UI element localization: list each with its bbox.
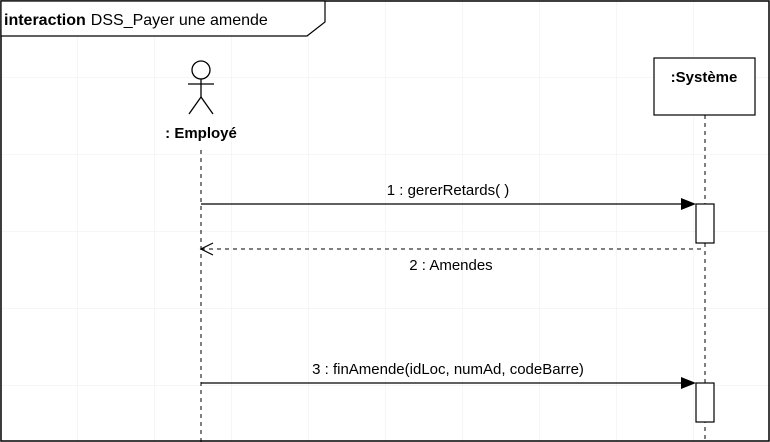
message-1[interactable]: 1 : gererRetards( ) xyxy=(201,182,696,210)
activation-bar-1 xyxy=(695,203,715,244)
open-arrowhead-icon xyxy=(199,242,214,256)
actor-label: : Employé xyxy=(165,125,237,142)
frame-keyword: interaction xyxy=(4,12,86,29)
system-head-box xyxy=(653,57,756,116)
system-label: :Système xyxy=(671,69,738,86)
filled-arrowhead-icon xyxy=(681,198,696,210)
frame-title-tab xyxy=(0,0,326,37)
message-3[interactable]: 3 : finAmende(idLoc, numAd, codeBarre) xyxy=(201,361,696,389)
activation-bar-3 xyxy=(695,382,715,423)
frame-name: DSS_Payer une amende xyxy=(91,12,268,29)
message-1-label: 1 : gererRetards( ) xyxy=(387,182,510,199)
message-3-label: 3 : finAmende(idLoc, numAd, codeBarre) xyxy=(312,361,584,378)
filled-arrowhead-icon xyxy=(681,377,696,389)
stick-figure-icon xyxy=(188,60,214,115)
message-2[interactable]: 2 : Amendes xyxy=(199,242,705,274)
message-2-label: 2 : Amendes xyxy=(409,257,492,274)
actor-employe[interactable]: : Employé xyxy=(165,60,237,142)
lifeline-systeme[interactable]: :Système xyxy=(653,57,756,116)
frame-title: interaction DSS_Payer une amende xyxy=(4,12,268,29)
